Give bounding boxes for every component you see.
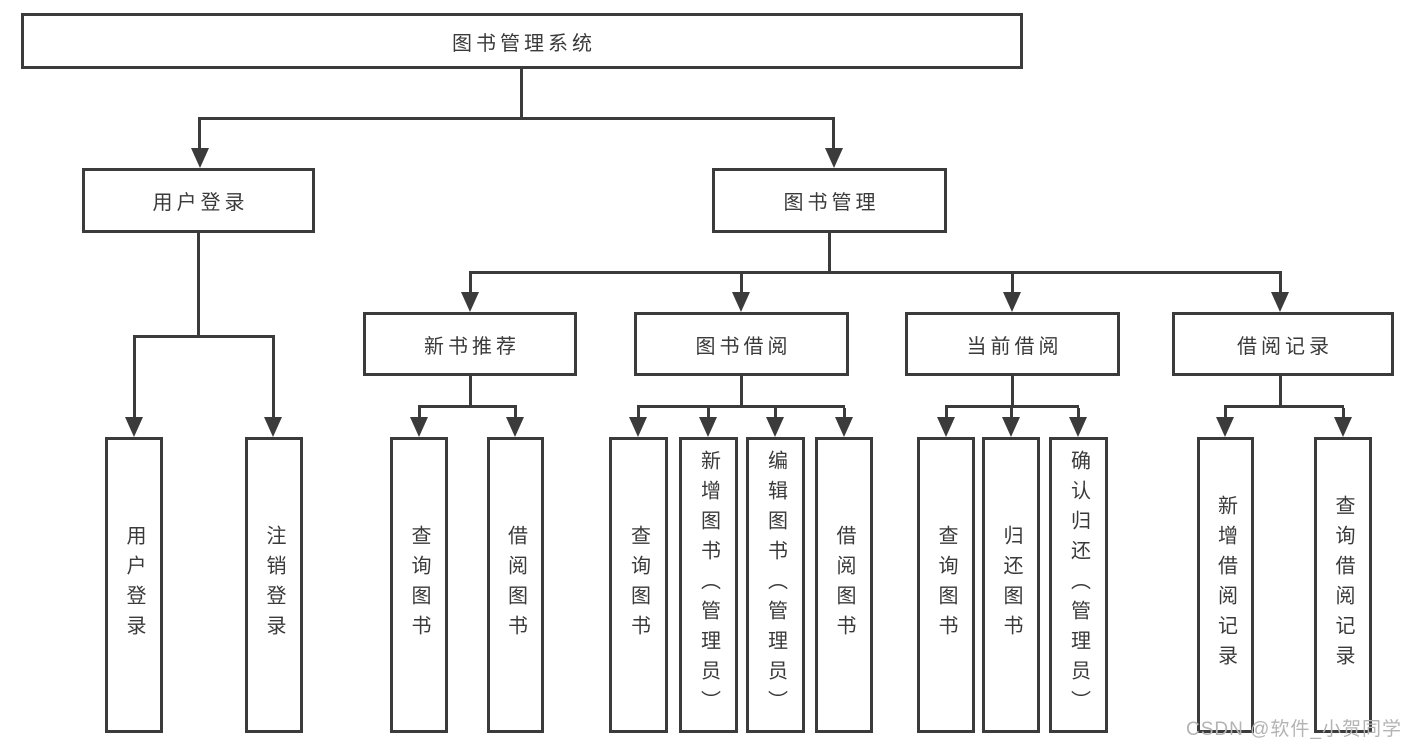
connector-line [469, 274, 472, 292]
arrow-down-icon [1002, 417, 1020, 437]
arrow-down-icon [410, 417, 428, 437]
arrow-down-icon [461, 292, 479, 312]
leaf-return-book: 归还图书 [982, 437, 1040, 733]
leaf-add-borrow-record-label: 新增借阅记录 [1214, 495, 1237, 675]
connector-line [133, 335, 275, 338]
arrow-down-icon [264, 417, 282, 437]
connector-line [418, 405, 517, 408]
leaf-query-book-label: 查询图书 [408, 525, 430, 645]
leaf-borrow-book-label: 借阅图书 [833, 525, 855, 645]
node-current-borrowing: 当前借阅 [905, 312, 1120, 376]
leaf-user-login: 用户登录 [105, 437, 163, 733]
leaf-query-borrow-record: 查询借阅记录 [1314, 437, 1372, 733]
arrow-down-icon [699, 417, 717, 437]
csdn-watermark: CSDN @软件_小贺同学 [1186, 719, 1402, 740]
leaf-query-book-under-recommend: 查询图书 [390, 437, 448, 733]
leaf-edit-book-admin-label: 编辑图书（管理员） [764, 450, 787, 720]
connector-line [1011, 274, 1014, 292]
leaf-user-login-label: 用户登录 [123, 525, 145, 645]
node-book-borrowing: 图书借阅 [634, 312, 849, 376]
connector-line [197, 233, 200, 335]
arrow-down-icon [937, 417, 955, 437]
connector-line [832, 120, 835, 148]
node-user-login: 用户登录 [82, 168, 315, 233]
leaf-confirm-return-admin-label: 确认归还（管理员） [1067, 450, 1090, 720]
arrow-down-icon [506, 417, 524, 437]
node-book-management-label: 图书管理 [783, 192, 880, 214]
connector-line [469, 271, 1282, 274]
connector-line [198, 120, 201, 148]
leaf-borrow-book-label: 借阅图书 [504, 525, 527, 645]
leaf-borrow-book-under-borrowing: 借阅图书 [815, 437, 873, 733]
leaf-return-book-label: 归还图书 [1000, 525, 1022, 645]
connector-line [1077, 408, 1080, 417]
connector-line [1279, 274, 1282, 292]
node-library-system-label: 图书管理系统 [452, 32, 596, 55]
arrow-down-icon [1216, 417, 1234, 437]
arrow-down-icon [732, 292, 750, 312]
leaf-query-borrow-record-label: 查询借阅记录 [1332, 495, 1354, 675]
leaf-query-book-label: 查询图书 [627, 525, 650, 645]
leaf-logout-label: 注销登录 [263, 525, 285, 645]
leaf-logout: 注销登录 [245, 437, 303, 733]
arrow-down-icon [1334, 417, 1352, 437]
node-user-login-label: 用户登录 [152, 192, 249, 214]
node-library-system: 图书管理系统 [21, 13, 1023, 69]
connector-line [774, 408, 777, 417]
leaf-confirm-return-admin: 确认归还（管理员） [1049, 437, 1108, 733]
node-new-book-recommend: 新书推荐 [363, 312, 577, 376]
leaf-add-book-admin: 新增图书（管理员） [679, 437, 738, 733]
arrow-down-icon [1271, 292, 1289, 312]
connector-line [945, 408, 948, 417]
node-borrow-records: 借阅记录 [1172, 312, 1394, 376]
connector-line [198, 117, 835, 120]
connector-line [637, 405, 845, 408]
node-current-borrowing-label: 当前借阅 [966, 335, 1063, 358]
arrow-down-icon [125, 417, 143, 437]
connector-line [828, 233, 831, 271]
leaf-query-book-under-current: 查询图书 [917, 437, 975, 733]
leaf-edit-book-admin: 编辑图书（管理员） [746, 437, 805, 733]
connector-line [520, 69, 523, 117]
leaf-query-book-label: 查询图书 [935, 525, 957, 645]
connector-line [740, 274, 743, 292]
connector-line [740, 376, 743, 405]
connector-line [469, 376, 472, 405]
node-borrow-records-label: 借阅记录 [1237, 335, 1333, 358]
node-book-management: 图书管理 [712, 168, 947, 233]
connector-line [272, 338, 275, 417]
leaf-add-borrow-record: 新增借阅记录 [1197, 437, 1254, 733]
connector-line [1224, 408, 1227, 417]
arrow-down-icon [1003, 292, 1021, 312]
arrow-down-icon [766, 417, 784, 437]
connector-line [418, 408, 421, 417]
connector-line [843, 408, 846, 417]
connector-line [1224, 405, 1344, 408]
leaf-borrow-book-under-recommend: 借阅图书 [487, 437, 544, 733]
connector-line [514, 408, 517, 417]
arrow-down-icon [191, 148, 209, 168]
node-book-borrowing-label: 图书借阅 [695, 335, 792, 358]
connector-line [1010, 408, 1013, 417]
connector-line [1279, 376, 1282, 405]
connector-line [133, 338, 136, 417]
node-new-book-recommend-label: 新书推荐 [424, 335, 520, 358]
arrow-down-icon [835, 417, 853, 437]
connector-line [1011, 376, 1014, 405]
leaf-add-book-admin-label: 新增图书（管理员） [697, 450, 720, 720]
arrow-down-icon [825, 148, 843, 168]
connector-line [1342, 408, 1345, 417]
connector-line [637, 408, 640, 417]
leaf-query-book-under-borrowing: 查询图书 [609, 437, 668, 733]
connector-line [945, 405, 1079, 408]
connector-line [707, 408, 710, 417]
arrow-down-icon [1069, 417, 1087, 437]
arrow-down-icon [629, 417, 647, 437]
